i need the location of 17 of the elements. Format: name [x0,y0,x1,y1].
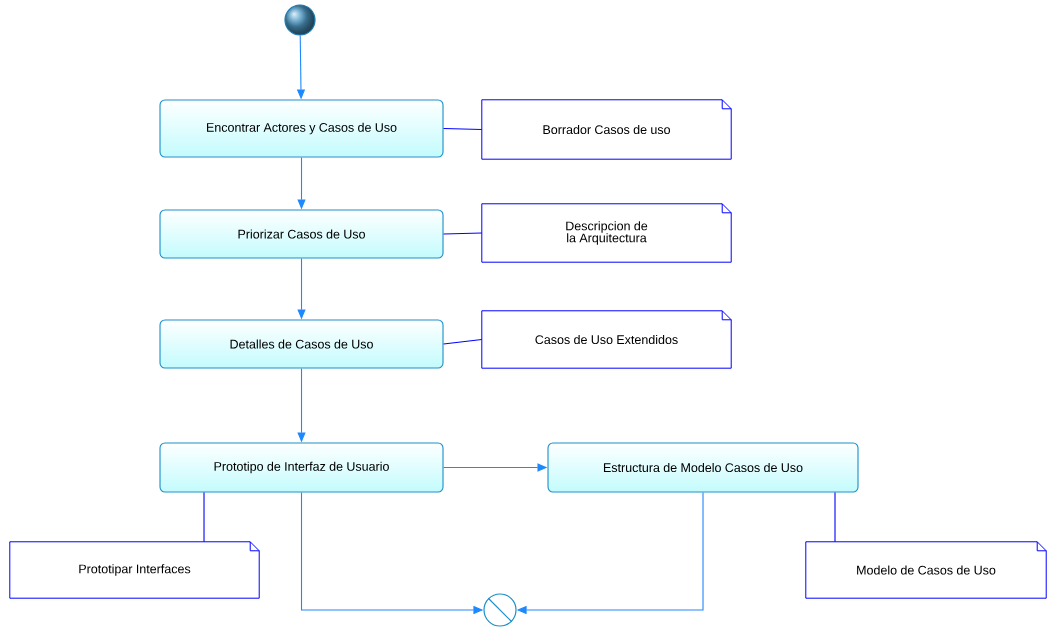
activity-box: Estructura de Modelo Casos de Uso [547,442,859,493]
activity-box: Prototipo de Interfaz de Usuario [159,442,444,493]
activity-box: Detalles de Casos de Uso [159,319,444,369]
activity-box: Encontrar Actores y Casos de Uso [159,99,444,158]
note-box: Modelo de Casos de Uso [805,541,1047,599]
connector-line [443,338,483,345]
note-box: Prototipar Interfaces [9,541,260,599]
activity-box: Priorizar Casos de Uso [159,209,444,259]
note-box: Borrador Casos de uso [481,99,732,160]
note-box: Casos de Uso Extendidos [481,310,732,369]
connector-line [443,232,483,235]
start-circle [284,4,316,36]
final-circle [483,593,517,627]
connector-line [203,492,205,543]
connector-line [834,492,836,543]
note-box: Descripcion de la Arquitectura [481,203,732,263]
connector-line [443,127,483,131]
